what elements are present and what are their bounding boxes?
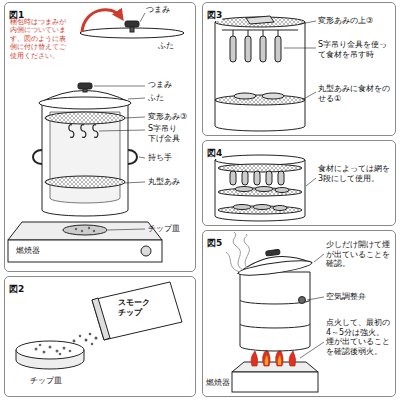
part-label-wrap: 持ち手: [148, 153, 178, 163]
part-label-wrap: 空気調整弁: [326, 292, 392, 302]
part-label-wrap: チップ皿: [30, 376, 70, 386]
chip-bag: [16, 282, 182, 369]
part-label-wrap: S字吊り下げ金具: [148, 124, 184, 143]
part-label: ふた: [148, 93, 168, 103]
part-label: S字吊り下げ金具: [148, 124, 184, 143]
part-label: 燃焼器: [16, 246, 46, 256]
part-label: 変形あみ③: [148, 112, 192, 122]
part-label: チップ皿: [30, 376, 70, 386]
part-label: 変形あみの上③: [318, 16, 392, 26]
part-label: チップ皿: [148, 224, 188, 234]
part-label-wrap: ふた: [158, 41, 178, 51]
part-label-wrap: つまみ: [148, 80, 178, 90]
part-label-wrap: 燃焼器: [16, 246, 46, 256]
figure-title: 図3: [207, 10, 222, 21]
part-label: つまみ: [148, 80, 178, 90]
smoker-tier-cutaway: [215, 16, 316, 131]
figure-title: 図2: [9, 284, 24, 295]
part-label: スモーク チップ: [118, 298, 154, 317]
part-label: 持ち手: [148, 153, 178, 163]
figure-title: 図4: [207, 148, 222, 159]
figure-title: 図5: [207, 238, 222, 249]
part-label-wrap: 丸型あみ: [148, 177, 188, 187]
part-label: つまみ: [146, 5, 176, 15]
part-label-wrap: つまみ: [146, 5, 176, 15]
part-label-wrap: スモーク チップ: [118, 298, 154, 317]
part-label-wrap: 梱包時はつまみが内側についています。図のように表側に付け替えてご使用ください。: [10, 18, 66, 60]
part-label: 食材によっては網を3段にして使用。: [318, 164, 392, 183]
part-label-wrap: S字吊り金具を使って食材を吊す時: [318, 40, 392, 59]
part-label: 丸型あみ: [148, 177, 188, 187]
part-label: 丸型あみに食材をのせる①: [318, 84, 392, 103]
figure-panel: 図4: [202, 140, 396, 226]
part-label-wrap: ふた: [148, 93, 168, 103]
part-label: ふた: [158, 41, 178, 51]
part-label-wrap: 燃焼器: [206, 378, 232, 388]
part-label-wrap: 丸型あみに食材をのせる①: [318, 84, 392, 103]
part-label-wrap: 点火して、最初の4～5分は強火。煙が出ていることを確認後弱火。: [326, 318, 392, 356]
part-label: 空気調整弁: [326, 292, 392, 302]
part-label: 少しだけ開けて煙が出ていることを確認。: [326, 240, 392, 269]
part-label-wrap: 変形あみ③: [148, 112, 192, 122]
part-label-wrap: 少しだけ開けて煙が出ていることを確認。: [326, 240, 392, 269]
part-label: 燃焼器: [206, 378, 232, 388]
part-label: 点火して、最初の4～5分は強火。煙が出ていることを確認後弱火。: [326, 318, 392, 356]
part-label: S字吊り金具を使って食材を吊す時: [318, 40, 392, 59]
smoker-body: [8, 83, 162, 262]
note-text: 梱包時はつまみが内側についています。図のように表側に付け替えてご使用ください。: [10, 18, 66, 60]
part-label-wrap: 食材によっては網を3段にして使用。: [318, 164, 392, 183]
part-label-wrap: 変形あみの上③: [318, 16, 392, 26]
part-label-wrap: チップ皿: [148, 224, 188, 234]
smoker-in-use: [226, 232, 324, 392]
smoker-three-tiers: [215, 155, 316, 221]
